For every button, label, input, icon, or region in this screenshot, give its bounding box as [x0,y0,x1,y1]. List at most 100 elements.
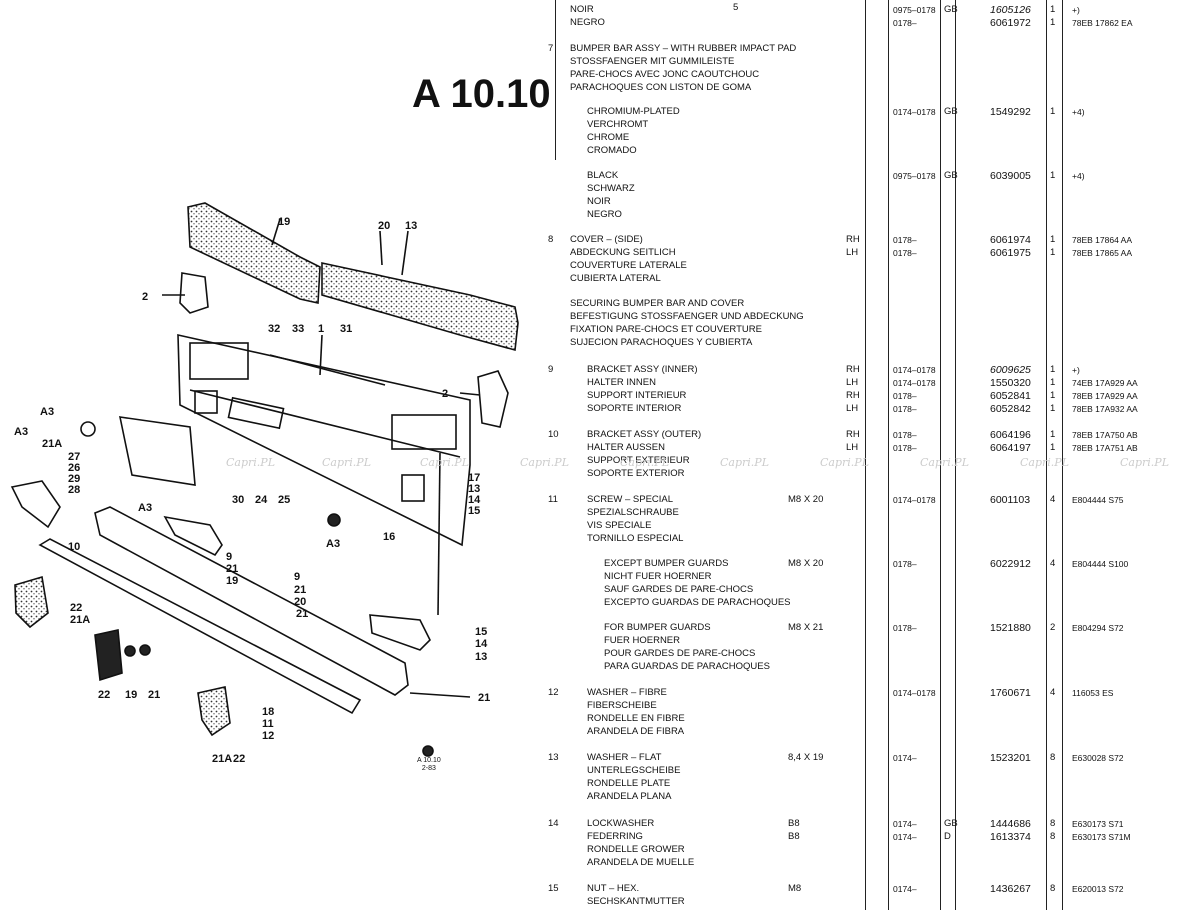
description-line: RONDELLE PLATE [587,777,671,789]
date-range: 0174– [893,884,917,894]
side-code: LH [846,247,859,258]
side-code: LH [846,377,859,388]
description-line: ARANDELA PLANA [587,790,672,802]
item-number: 12 [548,687,559,698]
engineering-ref: +4) [1072,171,1085,181]
exploded-diagram: 19 20 13 2 2 32 33 1 31 A3 A3 21A 27 26 … [10,202,519,765]
description-line: ARANDELA DE MUELLE [587,856,695,868]
description-line: CUBIERTA LATERAL [570,272,661,284]
part-number: 6022912 [990,558,1031,570]
description-line: PARE-CHOCS AVEC JONC CAOUTCHOUC [570,68,760,80]
part-number: 1521880 [990,622,1031,634]
callout-21A: 22 [98,689,110,701]
date-range: 0178– [893,235,917,245]
callout-7: 21 [478,692,490,704]
description-line: NOIR [587,195,611,207]
description-line: WASHER – FLAT [587,752,662,763]
description-line: COVER – (SIDE) [570,234,643,245]
part-number: 6064197 [990,442,1031,454]
description-line: WASHER – FIBRE [587,687,667,698]
description-line: RONDELLE EN FIBRE [587,712,685,724]
part-number: 6052841 [990,390,1031,402]
part-number: 6039005 [990,170,1031,182]
side-code: RH [846,429,860,440]
part-number: 1760671 [990,687,1031,699]
quantity: 4 [1050,494,1056,505]
quantity: 1 [1050,170,1056,181]
date-range: 0174– [893,819,917,829]
callout-14b: 14 [475,638,488,650]
description-line: SUJECION PARACHOQUES Y CUBIERTA [570,336,753,348]
column-rule [1046,0,1047,910]
callout-32: 33 [292,323,304,335]
quantity: 4 [1050,558,1056,569]
engineering-ref: 78EB 17A750 AB [1072,430,1138,440]
item-number: 15 [548,883,559,894]
item-number: 10 [548,429,559,440]
callout-10: 10 [68,541,80,553]
watermark-text: Capri.PL [820,456,869,469]
callout-6: 21 [296,608,308,620]
column-rule [940,0,941,910]
description-line: ARANDELA DE FIBRA [587,725,685,737]
engineering-ref: 78EB 17A929 AA [1072,391,1138,401]
description-line: NOIR [570,4,594,15]
quantity: 1 [1050,106,1056,117]
date-range: 0178– [893,18,917,28]
watermark-text: Capri.PL [920,456,969,469]
callout-20a: 21 [226,563,238,575]
date-range: 0174–0178 [893,365,936,375]
size-spec: B8 [788,831,800,842]
callout-16: 16 [383,531,395,543]
engineering-ref: 78EB 17865 AA [1072,248,1133,258]
part-number: 1613374 [990,831,1031,843]
date-range: 0178– [893,248,917,258]
date-range: 0178– [893,391,917,401]
page-title: A 10.10 [412,72,551,116]
quantity: 8 [1050,831,1056,842]
callout-17: 17 [468,472,480,484]
size-spec: B8 [788,818,800,829]
callout-2-right: 2 [442,388,448,400]
filler-panel-left [187,202,321,304]
callout-19c: 19 [125,689,137,701]
callout-8: 21A [42,438,62,450]
engineering-ref: E630028 S72 [1072,753,1124,763]
description-line: BRACKET ASSY (INNER) [587,364,698,375]
part-number: 1550320 [990,377,1031,389]
description-line: SUPPORT EXTERIEUR [587,454,690,466]
description-line: BEFESTIGUNG STOSSFAENGER UND ABDECKUNG [570,310,804,322]
date-range: 0178– [893,404,917,414]
quantity: 1 [1050,390,1056,401]
quantity: 1 [1050,429,1056,440]
engineering-ref: +4) [1072,107,1085,117]
date-range: 0174–0178 [893,378,936,388]
size-spec: M8 X 20 [788,494,824,505]
date-range: 0975–0178 [893,171,936,181]
callout-19a: 19 [226,575,238,587]
description-line: SCREW – SPECIAL [587,494,674,505]
quantity: 1 [1050,247,1056,258]
diagram-code: A 10.10 2-83 [417,757,441,772]
description-line: SCHWARZ [587,182,635,194]
engineering-ref: +) [1072,5,1080,15]
callout-14a: 14 [468,494,481,506]
watermark-text: Capri.PL [520,456,569,469]
rear-panel [177,333,471,547]
engineering-ref: E630173 S71M [1072,832,1131,842]
watermark-text: Capri.PL [1120,456,1169,469]
engineering-ref: E804444 S75 [1072,495,1124,505]
callout-a3-2: A3 [14,426,28,438]
market-code: GB [944,170,958,181]
engineering-ref: E620013 S72 [1072,884,1124,894]
quantity: 8 [1050,752,1056,763]
callout-21a: 21A [70,614,90,626]
column-rule [555,0,556,160]
part-number: 1549292 [990,106,1031,118]
column-rule [955,0,956,910]
description-line: TORNILLO ESPECIAL [587,532,684,544]
callout-25: 26 [68,462,80,474]
description-line: COUVERTURE LATERALE [570,259,687,271]
quantity: 1 [1050,17,1056,28]
